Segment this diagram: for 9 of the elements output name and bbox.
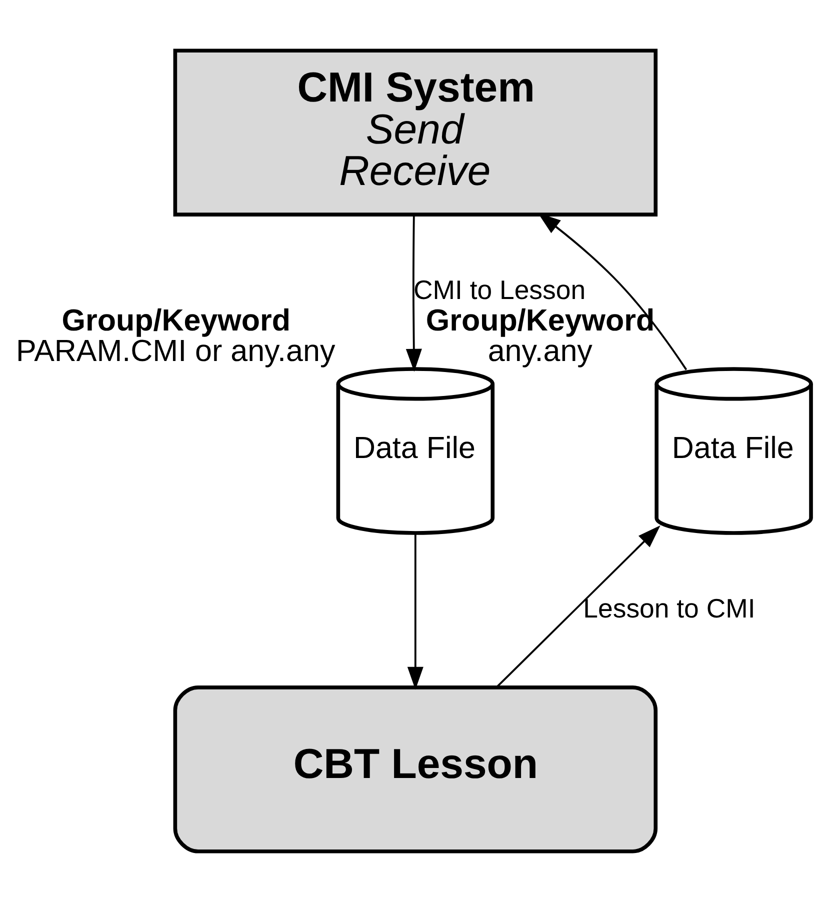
node-label: Group/Keyword [62,304,291,338]
node-box: CBT Lesson [173,686,658,854]
node-label: Group/Keyword [426,304,655,338]
arrow [406,214,422,372]
edge-label: CMI to Lesson [414,274,586,305]
node-box: CMI System Send Receive [173,48,658,216]
arrow [407,533,424,690]
edge-label: Lesson to CMI [583,593,756,624]
arrow [496,525,660,688]
